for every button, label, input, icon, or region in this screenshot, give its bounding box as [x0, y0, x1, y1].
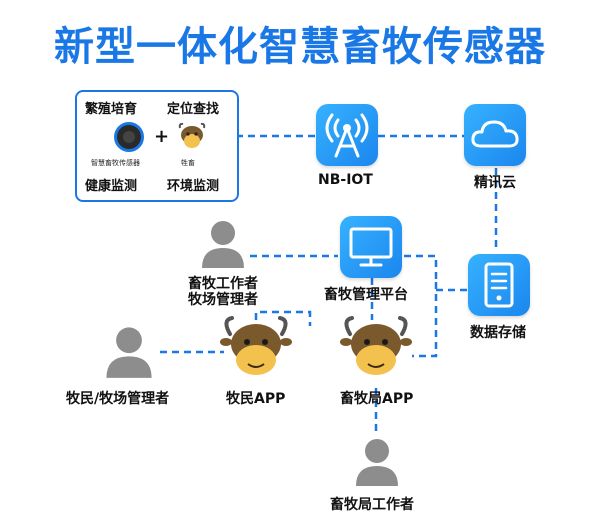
platform-tile	[340, 216, 402, 278]
link-platform-storage-a	[404, 254, 438, 282]
sensor-icon	[114, 122, 144, 152]
cloud-tile	[464, 104, 526, 166]
database-icon	[484, 262, 514, 308]
cloud-label: 精讯云	[474, 175, 516, 191]
breeding-label: 繁殖培育	[85, 102, 138, 117]
sensor-panel: 繁殖培育 定位查找 + 智慧畜牧传感器 牲畜 健康监测 环境监测	[75, 90, 239, 202]
worker-label-line2: 牧场管理者	[188, 292, 258, 308]
storage-tile	[468, 254, 530, 316]
herder-label: 牧民/牧场管理者	[66, 391, 170, 407]
person-icon	[196, 216, 250, 274]
sensor-caption: 智慧畜牧传感器	[91, 159, 140, 167]
page-title: 新型一体化智慧畜牧传感器	[54, 24, 546, 70]
herder-app-label: 牧民APP	[226, 391, 286, 407]
link-storage-bureauapp	[412, 282, 438, 358]
cloud-icon	[471, 120, 519, 148]
link-herderapp-bureauapp	[254, 310, 312, 326]
nbiot-tile	[316, 104, 378, 166]
worker-label-line1: 畜牧工作者	[188, 276, 258, 292]
health-label: 健康监测	[85, 179, 138, 194]
cow-icon	[220, 316, 292, 386]
environment-label: 环境监测	[167, 179, 220, 194]
nbiot-label: NB-IOT	[318, 172, 373, 188]
platform-label: 畜牧管理平台	[324, 287, 408, 303]
antenna-icon	[325, 113, 369, 158]
livestock-icon	[177, 122, 207, 154]
storage-label: 数据存储	[470, 325, 526, 341]
bureau-app-label: 畜牧局APP	[340, 391, 414, 407]
livestock-caption: 牲畜	[181, 159, 195, 167]
person-icon	[350, 434, 404, 492]
plus-sign: +	[154, 126, 170, 147]
person-icon	[100, 322, 158, 384]
locate-label: 定位查找	[167, 102, 220, 117]
bureau-worker-label: 畜牧局工作者	[330, 497, 414, 513]
cow-icon	[340, 316, 412, 386]
monitor-icon	[349, 227, 393, 267]
